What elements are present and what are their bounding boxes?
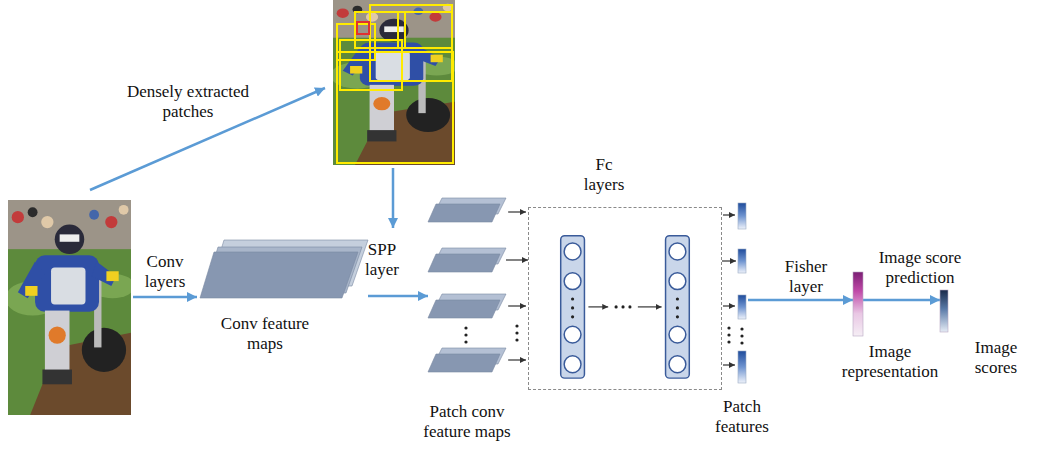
edge-label: Image score prediction <box>855 248 985 287</box>
ellipsis-dots <box>515 324 730 343</box>
input-photo <box>6 200 135 415</box>
feature-map-stack: Conv feature maps <box>200 238 368 300</box>
feature-bars: Patch features <box>736 203 748 383</box>
layout-arrows <box>90 88 393 297</box>
score-bar: Image scores <box>940 290 948 332</box>
edge-label: Fisher layer <box>776 257 836 296</box>
node-label: Image representation <box>828 342 952 381</box>
flow-arrow <box>863 299 940 302</box>
small-arrows <box>508 212 735 365</box>
node-label: Fc layers <box>574 155 634 194</box>
fc-layer-box: Fc layers <box>528 207 722 390</box>
node-label: Conv feature maps <box>205 314 325 353</box>
shape-outline <box>736 203 748 383</box>
node-label: Patch features <box>707 397 777 436</box>
node-label: Image scores <box>964 338 1028 377</box>
flow-arrow <box>506 259 528 260</box>
annotation-label: Densely extracted patches <box>113 82 263 121</box>
shape-outline <box>853 272 863 336</box>
patch-boxes <box>337 5 453 163</box>
annotation-label: Conv layers <box>138 252 192 291</box>
flow-arrow <box>368 295 428 298</box>
shape-outline <box>200 238 368 300</box>
flow-arrow <box>722 260 736 261</box>
node-label: Patch conv feature maps <box>407 402 527 441</box>
patch-photo <box>331 0 459 165</box>
shape-outline <box>940 290 948 332</box>
representation-bar: Image representation <box>853 272 863 336</box>
patch-map-stacks: Patch conv feature maps <box>428 198 506 380</box>
flow-arrow <box>748 299 853 302</box>
shape-outline <box>529 208 721 389</box>
edge-label: SPP layer <box>356 240 408 279</box>
shape-outline <box>428 198 506 380</box>
